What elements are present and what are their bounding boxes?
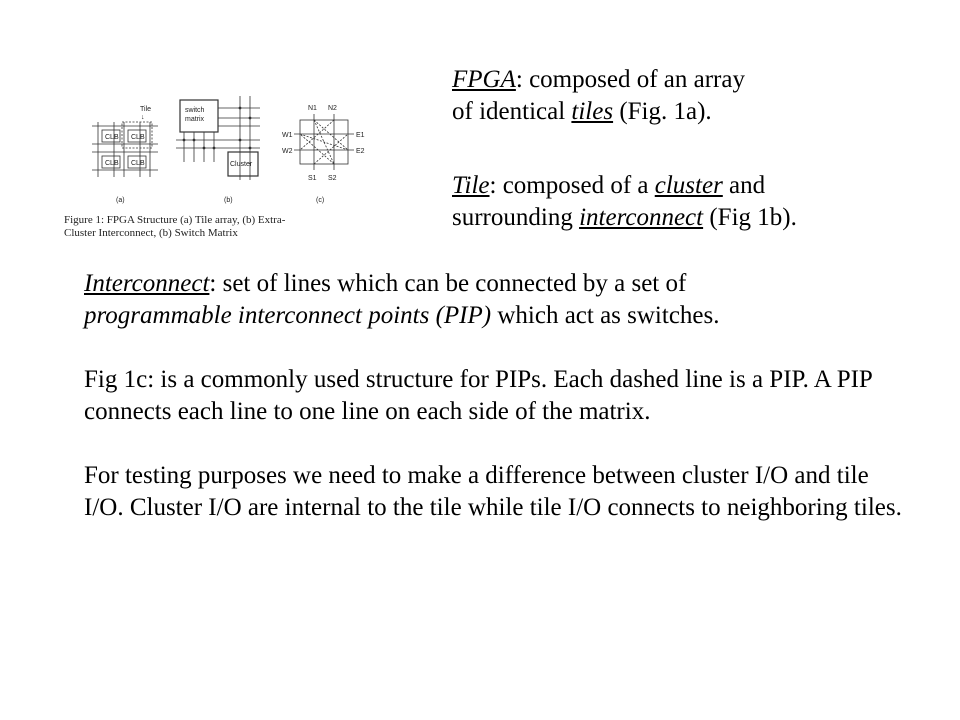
port-e1: E1	[356, 132, 365, 139]
sub-label-b: (b)	[224, 197, 233, 204]
interconnect-term-body: Interconnect	[84, 270, 210, 297]
cluster-label: Cluster	[230, 161, 253, 168]
port-n2: N2	[328, 105, 337, 112]
clb-label-2: CLB	[131, 134, 145, 141]
tiles-term: tiles	[571, 98, 614, 125]
fpga-definition: FPGA: composed of an array of identical …	[452, 64, 745, 128]
sub-label-a: (a)	[116, 197, 125, 204]
tile-term: Tile	[452, 172, 490, 199]
switch-matrix-label-2: matrix	[185, 116, 205, 123]
clb-label-4: CLB	[131, 160, 145, 167]
tile-text: : composed of a	[489, 172, 655, 199]
figure-caption: Figure 1: FPGA Structure (a) Tile array,…	[64, 214, 394, 240]
cluster-term: cluster	[654, 172, 723, 199]
figure-caption-line-2: Cluster Interconnect, (b) Switch Matrix	[64, 227, 238, 239]
figure-caption-line-1: Figure 1: FPGA Structure (a) Tile array,…	[64, 214, 286, 226]
fpga-text-3: (Fig. 1a).	[613, 98, 712, 125]
port-w2: W2	[282, 148, 293, 155]
port-s2: S2	[328, 175, 337, 182]
port-s1: S1	[308, 175, 317, 182]
switch-matrix-diagram	[294, 114, 354, 170]
pip-dots	[182, 106, 252, 150]
sub-label-c: (c)	[316, 197, 324, 204]
pip-phrase: programmable interconnect points (PIP)	[84, 302, 492, 329]
fpga-term: FPGA	[452, 66, 516, 93]
fig1c-paragraph: Fig 1c: is a commonly used structure for…	[84, 366, 872, 425]
tile-text-3: surrounding	[452, 204, 580, 231]
testing-paragraph: For testing purposes we need to make a d…	[84, 462, 902, 521]
tile-text-2: and	[722, 172, 766, 199]
interconnect-text-1: : set of lines which can be connected by…	[209, 270, 687, 297]
interconnect-term: interconnect	[579, 204, 704, 231]
body-text: Interconnect: set of lines which can be …	[84, 268, 914, 524]
clb-label-3: CLB	[105, 160, 119, 167]
fpga-text-2: of identical	[452, 98, 572, 125]
svg-text:↓: ↓	[141, 114, 145, 121]
tile-definition: Tile: composed of a cluster and surround…	[452, 170, 797, 234]
tile-label: Tile	[140, 106, 151, 113]
fpga-text: : composed of an array	[515, 66, 745, 93]
clb-label-1: CLB	[105, 134, 119, 141]
port-w1: W1	[282, 132, 293, 139]
tile-text-4: (Fig 1b).	[703, 204, 797, 231]
switch-matrix-label-1: switch	[185, 107, 205, 114]
tile-array-diagram	[92, 121, 158, 177]
port-e2: E2	[356, 148, 365, 155]
interconnect-paragraph: Interconnect: set of lines which can be …	[84, 268, 914, 332]
port-n1: N1	[308, 105, 317, 112]
interconnect-text-2: which act as switches.	[491, 302, 720, 329]
fpga-structure-figure: Tile ↓ CLB CLB CLB CLB (a) switch matrix…	[92, 96, 365, 204]
